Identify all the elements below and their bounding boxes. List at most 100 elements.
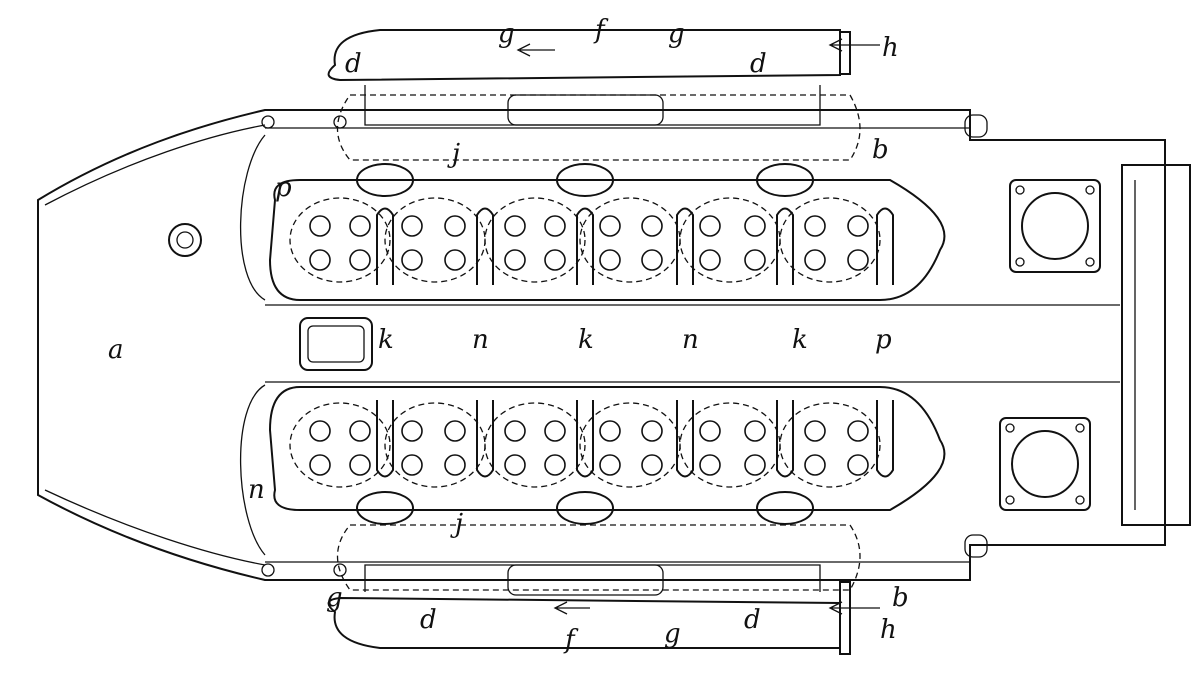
cylinder-outline bbox=[484, 197, 586, 283]
valve-port-hole bbox=[641, 454, 663, 476]
port-j bbox=[756, 163, 814, 197]
passage-k-n bbox=[876, 400, 894, 478]
cylinder-outline bbox=[579, 197, 681, 283]
center-port-inner bbox=[307, 325, 365, 363]
label-bot-b: b bbox=[892, 583, 909, 613]
rear-end-block bbox=[1121, 164, 1191, 526]
passage-k-n bbox=[776, 207, 794, 285]
valve-port-hole bbox=[744, 454, 766, 476]
nose-inner-bottom bbox=[44, 489, 266, 566]
valve-port-hole bbox=[699, 420, 721, 442]
manifold-pipe-bottom-f bbox=[327, 596, 841, 649]
cylinder-outline bbox=[289, 197, 391, 283]
label-mid-k3: k bbox=[792, 325, 808, 355]
valve-port-hole bbox=[309, 215, 331, 237]
label-mid-n1: n bbox=[472, 325, 489, 355]
label-a: a bbox=[108, 335, 124, 365]
nose-curves bbox=[239, 134, 266, 556]
valve-port-hole bbox=[744, 215, 766, 237]
engine-body-outline bbox=[37, 109, 1166, 581]
manifold-pipe-top-f bbox=[327, 29, 841, 82]
valve-port-hole bbox=[349, 454, 371, 476]
label-mid-n2: n bbox=[682, 325, 699, 355]
label-mid-k1: k bbox=[378, 325, 394, 355]
mount-flange-top bbox=[1009, 179, 1101, 273]
label-bot-g1: g bbox=[326, 583, 343, 613]
label-bot-d2: d bbox=[744, 605, 761, 635]
valve-port-hole bbox=[804, 454, 826, 476]
valve-port-hole bbox=[699, 215, 721, 237]
connector-bottom-g bbox=[507, 564, 664, 596]
valve-port-hole bbox=[349, 420, 371, 442]
valve-port-hole bbox=[544, 249, 566, 271]
water-jacket-top-b bbox=[337, 94, 861, 161]
bolt bbox=[333, 563, 347, 577]
passage-k-n bbox=[576, 207, 594, 285]
inlet-flange-bottom-h bbox=[839, 581, 851, 655]
valve-port-hole bbox=[599, 249, 621, 271]
valve-port-hole bbox=[641, 215, 663, 237]
cylinder-outline bbox=[484, 402, 586, 488]
valve-port-hole bbox=[444, 215, 466, 237]
label-top-g1: g bbox=[498, 19, 515, 49]
cylinder-outline bbox=[579, 402, 681, 488]
valve-port-hole bbox=[847, 454, 869, 476]
valve-port-hole bbox=[349, 249, 371, 271]
cylinder-outline bbox=[289, 402, 391, 488]
water-jacket-bottom-b bbox=[337, 524, 861, 591]
valve-port-hole bbox=[504, 249, 526, 271]
valve-port-hole bbox=[401, 215, 423, 237]
cylinder-outline bbox=[679, 402, 781, 488]
passage-k-n bbox=[676, 400, 694, 478]
cylinder-outline bbox=[779, 197, 881, 283]
passage-k-n bbox=[876, 207, 894, 285]
label-bot-f: f bbox=[563, 625, 579, 655]
valve-port-hole bbox=[444, 454, 466, 476]
label-top-h: h bbox=[882, 33, 899, 63]
flow-arrows-bottom bbox=[553, 601, 880, 615]
boss-port bbox=[168, 223, 202, 257]
valve-port-hole bbox=[641, 420, 663, 442]
label-top-b: b bbox=[872, 135, 889, 165]
passage-k-n bbox=[676, 207, 694, 285]
passage-k-n bbox=[476, 400, 494, 478]
cylinder-bank-bottom bbox=[268, 386, 946, 511]
nose-inner-top bbox=[44, 124, 266, 206]
valve-port-hole bbox=[444, 249, 466, 271]
cylinder-outline bbox=[779, 402, 881, 488]
valve-port-hole bbox=[804, 249, 826, 271]
port-j bbox=[556, 491, 614, 525]
flow-arrows-top bbox=[516, 38, 880, 57]
valve-port-hole bbox=[544, 420, 566, 442]
label-top-j: j bbox=[447, 139, 460, 169]
valve-port-hole bbox=[847, 249, 869, 271]
lug bbox=[964, 114, 988, 138]
label-mid-p: p bbox=[875, 325, 892, 355]
passage-k-n bbox=[376, 400, 394, 478]
cylinder-bank-top bbox=[268, 179, 946, 301]
port-j bbox=[756, 491, 814, 525]
lug bbox=[964, 534, 988, 558]
label-top-p: p bbox=[275, 173, 292, 203]
port-j bbox=[356, 491, 414, 525]
valve-port-hole bbox=[309, 420, 331, 442]
valve-port-hole bbox=[699, 454, 721, 476]
label-bot-d1: d bbox=[420, 605, 437, 635]
bolt bbox=[333, 115, 347, 129]
valve-port-hole bbox=[699, 249, 721, 271]
connector-top-g bbox=[507, 94, 664, 126]
label-top-g2: g bbox=[668, 19, 685, 49]
valve-port-hole bbox=[504, 420, 526, 442]
channel-top-d bbox=[364, 85, 821, 126]
label-bot-g2: g bbox=[664, 619, 681, 649]
valve-port-hole bbox=[641, 249, 663, 271]
bolt bbox=[261, 115, 275, 129]
label-top-d1: d bbox=[345, 49, 362, 79]
passage-k-n bbox=[476, 207, 494, 285]
valve-port-hole bbox=[804, 420, 826, 442]
valve-port-hole bbox=[349, 215, 371, 237]
valve-port-hole bbox=[401, 454, 423, 476]
valve-port-hole bbox=[744, 420, 766, 442]
bolt bbox=[261, 563, 275, 577]
